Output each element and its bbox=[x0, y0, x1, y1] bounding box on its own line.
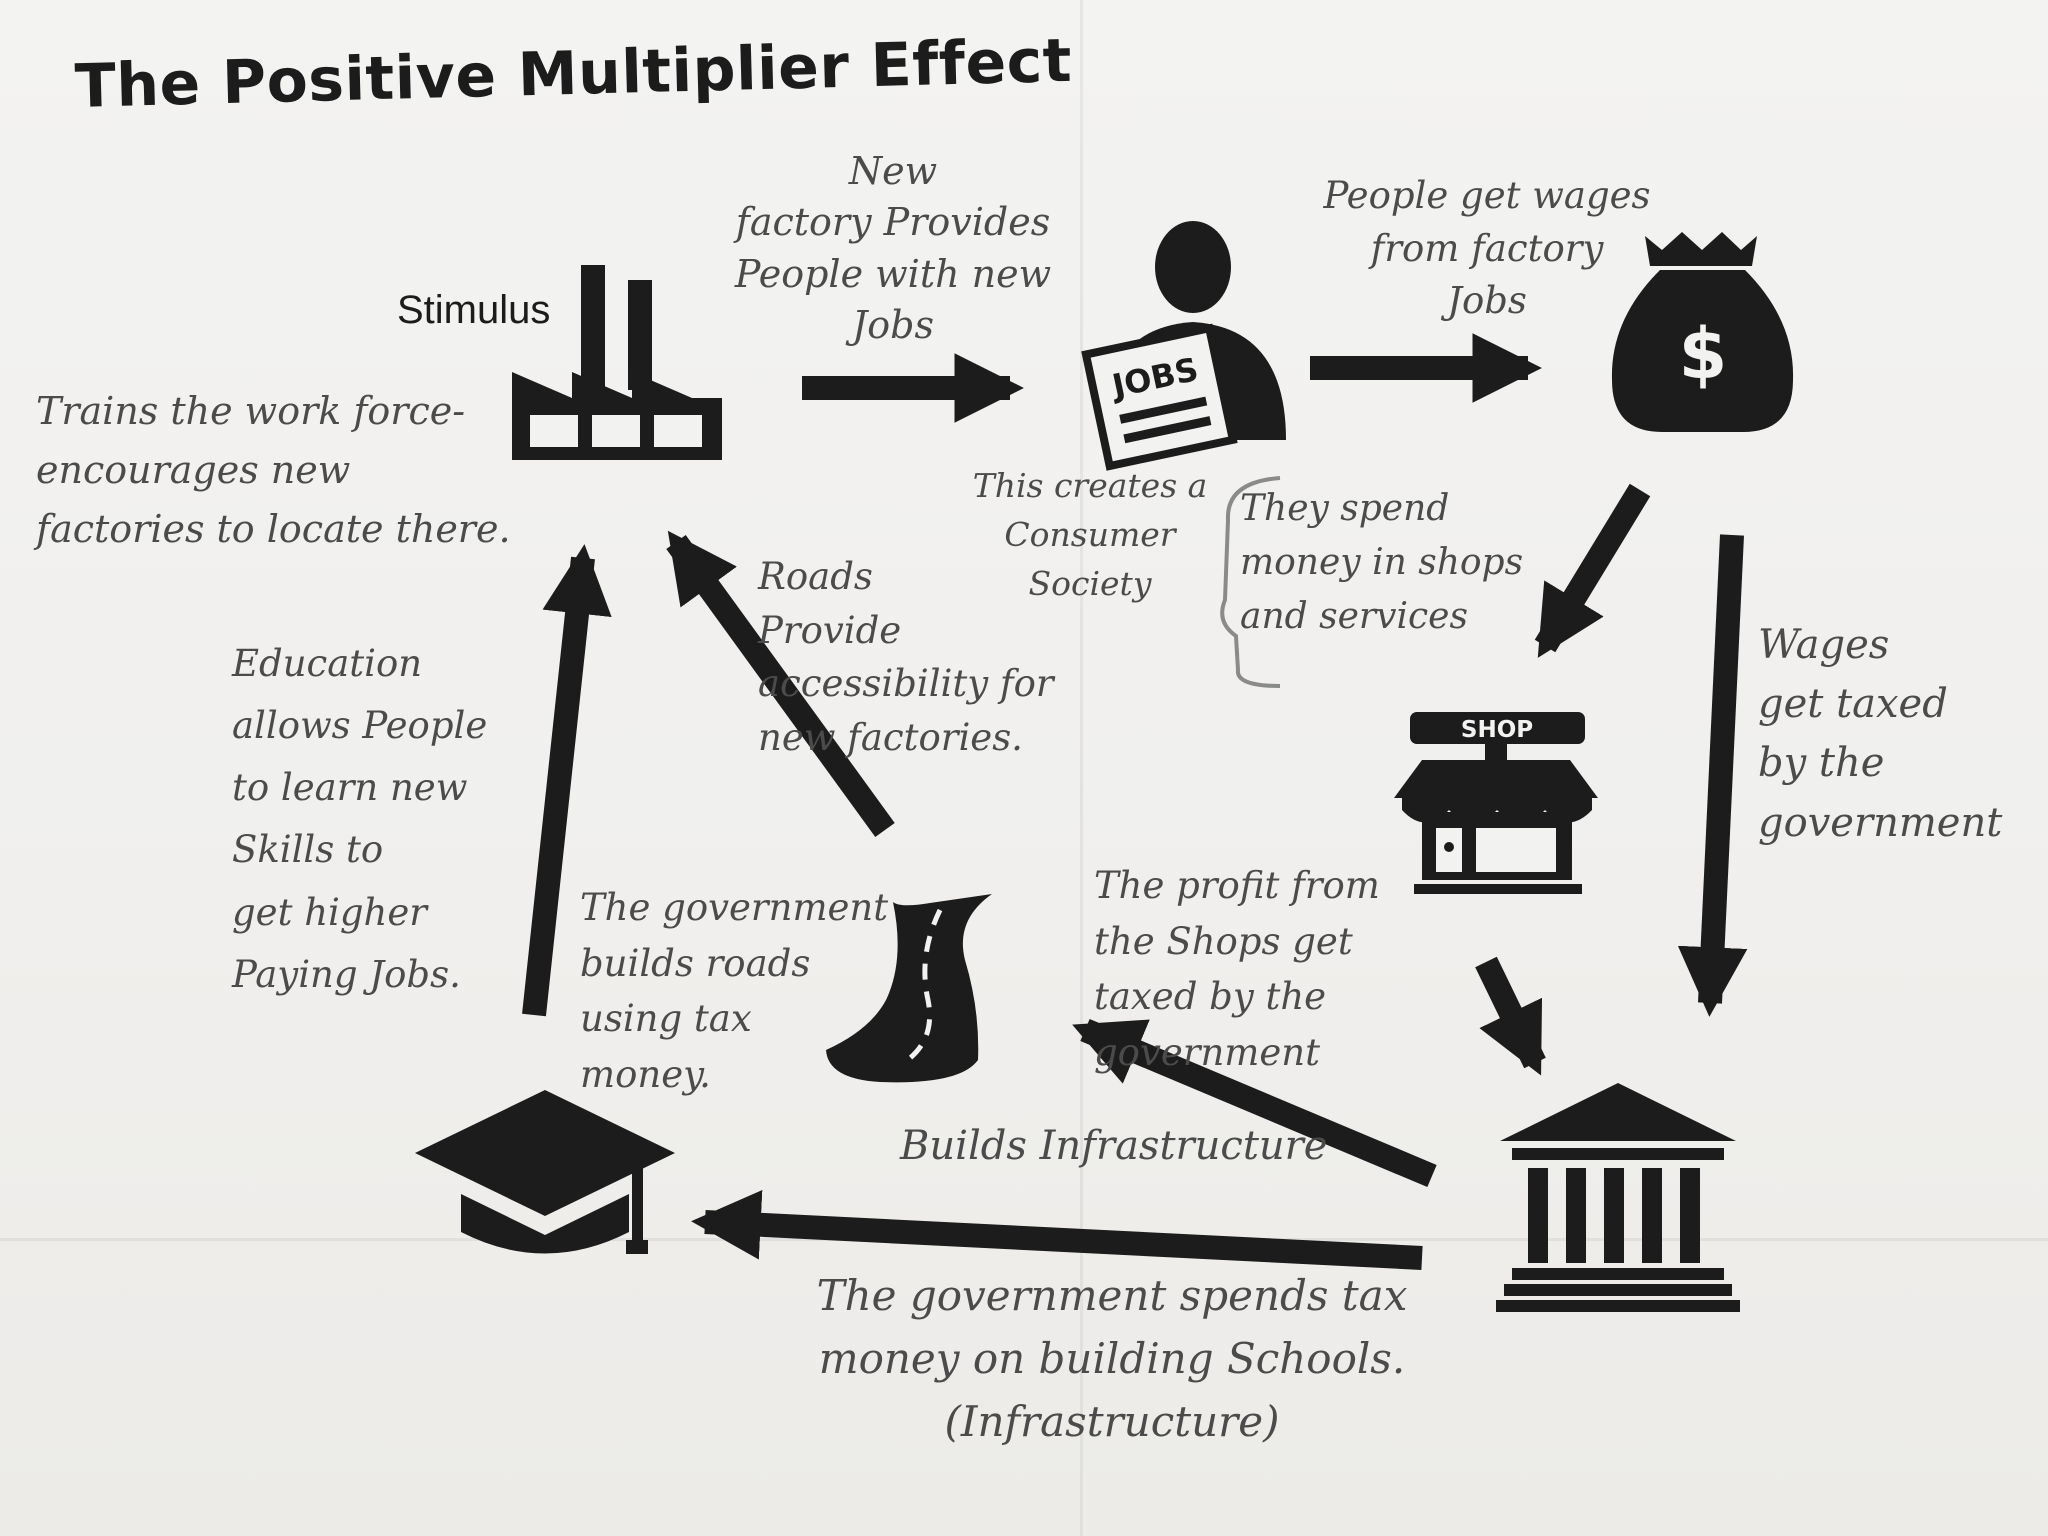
note-consumer-society: This creates a Consumer Society bbox=[972, 466, 1208, 603]
note-builds-infrastructure: Builds Infrastructure bbox=[900, 1123, 1328, 1169]
money-bag-icon: $ bbox=[1611, 232, 1794, 432]
note-education: Education allows People to learn new Ski… bbox=[232, 642, 488, 996]
stimulus-label: Stimulus bbox=[397, 288, 551, 332]
road-icon bbox=[826, 894, 992, 1083]
graduation-cap-icon bbox=[415, 1090, 675, 1254]
note-trains-workforce: Trains the work force- encourages new fa… bbox=[36, 389, 511, 551]
note-wages-from-factory: People get wages from factory Jobs bbox=[1323, 174, 1651, 323]
note-wages-taxed: Wages get taxed by the government bbox=[1758, 622, 2003, 846]
dollar-sign: $ bbox=[1679, 313, 1728, 395]
arrow-money-to-shop bbox=[1534, 483, 1651, 658]
note-roads-access: Roads Provide accessibility for new fact… bbox=[758, 555, 1054, 759]
note-gov-builds-roads: The government builds roads using tax mo… bbox=[580, 886, 889, 1096]
arrow-money-to-government bbox=[1677, 534, 1748, 1017]
government-building-icon bbox=[1496, 1083, 1740, 1312]
note-shop-profit-taxed: The profit from the Shops get taxed by t… bbox=[1094, 864, 1380, 1074]
note-spend-money: They spend money in shops and services bbox=[1240, 488, 1524, 637]
arrow-government-to-road bbox=[1072, 1018, 1437, 1188]
jobs-person-icon: JOBS bbox=[1081, 221, 1286, 471]
paper-fold-vertical bbox=[1080, 0, 1083, 1536]
shop-sign-text: SHOP bbox=[1461, 717, 1533, 743]
factory-icon bbox=[512, 265, 722, 460]
arrow-shop-to-government bbox=[1475, 956, 1546, 1076]
arrow-education-to-factory bbox=[522, 544, 612, 1017]
arrow-road-to-factory bbox=[666, 530, 895, 838]
arrow-government-to-school bbox=[691, 1190, 1423, 1270]
note-gov-spends-schools: The government spends tax money on build… bbox=[816, 1271, 1408, 1446]
shop-icon: SHOP bbox=[1394, 712, 1598, 894]
note-factory-jobs: New factory Provides People with new Job… bbox=[734, 149, 1052, 347]
bracket-mark bbox=[1220, 476, 1281, 688]
